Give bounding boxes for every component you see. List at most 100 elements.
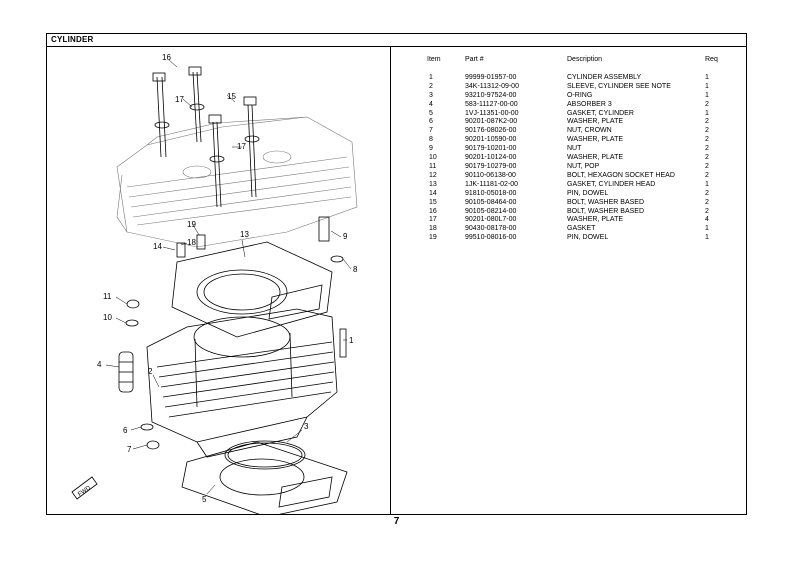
callout-2: 2 xyxy=(148,367,153,376)
cell-item: 13 xyxy=(429,180,437,188)
cell-part: 90201-080L7-00 xyxy=(465,216,517,224)
cell-req: 2 xyxy=(705,162,709,170)
cell-req: 2 xyxy=(705,136,709,144)
cell-description: CYLINDER ASSEMBLY xyxy=(567,73,642,81)
parts-page-frame: CYLINDER xyxy=(46,33,747,515)
cell-item: 12 xyxy=(429,171,437,179)
callout-7: 7 xyxy=(127,445,132,454)
cylinder-block xyxy=(146,308,338,458)
cell-description: WASHER, PLATE xyxy=(567,154,624,162)
cell-part: 90105-08464-00 xyxy=(465,198,517,206)
callout-16: 16 xyxy=(162,53,171,62)
cell-item: 5 xyxy=(429,109,433,117)
callout-6: 6 xyxy=(123,426,128,435)
callout-18: 18 xyxy=(187,238,196,247)
absorber-rubbers xyxy=(118,351,134,393)
cell-req: 4 xyxy=(705,216,709,224)
cell-part: 90201-10124-00 xyxy=(465,154,517,162)
cylinder-head xyxy=(116,116,358,248)
cell-description: ABSORBER 3 xyxy=(567,100,612,108)
cell-item: 8 xyxy=(429,136,433,144)
callout-17: 17 xyxy=(175,95,184,104)
cylinder-head-gasket xyxy=(171,241,333,338)
cell-item: 7 xyxy=(429,127,433,135)
cell-item: 19 xyxy=(429,234,437,242)
cylinder-head-bolts xyxy=(152,66,260,208)
table-header-row: Item Part # Description Req xyxy=(397,56,735,74)
cell-part: 90179-10201-00 xyxy=(465,145,517,153)
cell-item: 1 xyxy=(429,73,433,81)
table-row: 8 90201-10590-00 WASHER, PLATE 2 xyxy=(397,136,735,145)
cell-part: 99510-08016-00 xyxy=(465,234,517,242)
cell-part: 90201-10590-00 xyxy=(465,136,517,144)
cell-req: 2 xyxy=(705,171,709,179)
cell-req: 2 xyxy=(705,118,709,126)
cell-item: 9 xyxy=(429,145,433,153)
cell-item: 6 xyxy=(429,118,433,126)
column-divider xyxy=(390,46,391,514)
cell-description: PIN, DOWEL xyxy=(567,189,609,197)
cell-req: 1 xyxy=(705,109,709,117)
cell-req: 1 xyxy=(705,225,709,233)
cell-req: 1 xyxy=(705,234,709,242)
cell-req: 2 xyxy=(705,127,709,135)
dowel-pins xyxy=(176,216,344,263)
table-row: 6 90201-087K2-00 WASHER, PLATE 2 xyxy=(397,118,735,127)
cell-description: WASHER, PLATE xyxy=(567,216,624,224)
cell-item: 10 xyxy=(429,154,437,162)
cell-description: SLEEVE, CYLINDER SEE NOTE xyxy=(567,82,671,90)
cell-description: WASHER, PLATE xyxy=(567,118,624,126)
cell-item: 16 xyxy=(429,207,437,215)
table-row: 2 34K-11312-09-00 SLEEVE, CYLINDER SEE NOT… xyxy=(397,83,735,92)
callout-17b: 17 xyxy=(237,142,246,151)
cell-item: 2 xyxy=(429,82,433,90)
cell-part: 1JK-11181-02-00 xyxy=(465,180,519,188)
cell-part: 34K-11312-09-00 xyxy=(465,82,519,90)
callout-3: 3 xyxy=(304,422,309,431)
cell-req: 1 xyxy=(705,73,709,81)
callout-13: 13 xyxy=(240,230,249,239)
cell-req: 2 xyxy=(705,198,709,206)
header-part: Part # xyxy=(465,56,484,63)
forward-direction-icon xyxy=(71,476,98,500)
cell-description: O-RING xyxy=(567,91,593,99)
cell-description: BOLT, WASHER BASED xyxy=(567,198,645,206)
exploded-parts-diagram: 16 15 17 17 19 18 14 13 9 8 11 10 4 1 2 … xyxy=(71,53,358,515)
cell-part: 90430-08178-00 xyxy=(465,225,517,233)
callout-1: 1 xyxy=(349,336,354,345)
cell-part: 1VJ-11351-00-00 xyxy=(465,109,519,117)
page-number: 7 xyxy=(393,516,400,527)
o-ring xyxy=(224,440,306,470)
cell-req: 1 xyxy=(705,82,709,90)
callout-15: 15 xyxy=(227,92,236,101)
cell-description: NUT xyxy=(567,145,582,153)
cell-description: NUT, POP xyxy=(567,162,600,170)
cell-part: 90110-06138-00 xyxy=(465,171,516,179)
cell-part: 90179-10279-00 xyxy=(465,162,517,170)
title-bar: CYLINDER xyxy=(47,34,746,47)
cell-part: 90105-08214-00 xyxy=(465,207,517,215)
callout-19: 19 xyxy=(187,220,196,229)
cell-item: 17 xyxy=(429,216,437,224)
callout-10: 10 xyxy=(103,313,112,322)
cell-description: WASHER, PLATE xyxy=(567,136,624,144)
cell-part: 90201-087K2-00 xyxy=(465,118,518,126)
cell-description: GASKET xyxy=(567,225,596,233)
cell-description: GASKET, CYLINDER HEAD xyxy=(567,180,656,188)
callout-4: 4 xyxy=(97,360,102,369)
cell-item: 4 xyxy=(429,100,433,108)
